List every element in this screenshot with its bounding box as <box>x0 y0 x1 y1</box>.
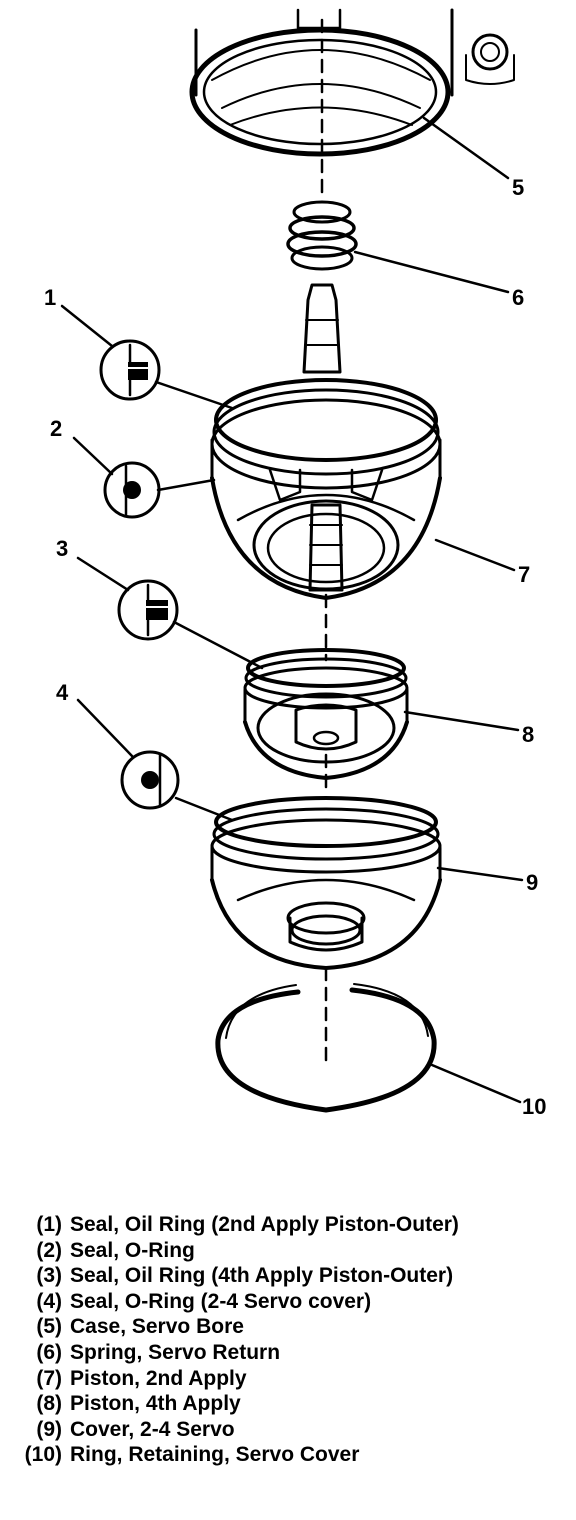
parts-legend: (1) Seal, Oil Ring (2nd Apply Piston-Oute… <box>8 1212 568 1468</box>
exploded-servo-diagram: 1 2 3 4 5 6 7 8 9 10 <box>44 8 546 1119</box>
legend-text: Piston, 2nd Apply <box>70 1366 247 1390</box>
legend-text: Spring, Servo Return <box>70 1340 281 1364</box>
callout-1: 1 <box>44 285 56 310</box>
legend-text: Piston, 4th Apply <box>70 1392 241 1416</box>
callout-5: 5 <box>512 175 524 200</box>
legend-text: Cover, 2-4 Servo <box>70 1417 235 1441</box>
callout-9: 9 <box>526 870 538 895</box>
legend-item: (6) Spring, Servo Return <box>8 1340 568 1366</box>
callout-8: 8 <box>522 722 534 747</box>
case-servo-bore <box>189 8 515 157</box>
legend-item: (1) Seal, Oil Ring (2nd Apply Piston-Oute… <box>8 1212 568 1238</box>
legend-item: (5) Case, Servo Bore <box>8 1314 568 1340</box>
piston-2nd-apply <box>210 283 442 600</box>
legend-item: (8) Piston, 4th Apply <box>8 1391 568 1417</box>
legend-text: Seal, Oil Ring (4th Apply Piston-Outer) <box>70 1264 454 1288</box>
legend-item: (9) Cover, 2-4 Servo <box>8 1417 568 1443</box>
legend-number: (9) <box>36 1417 62 1441</box>
legend-text: Case, Servo Bore <box>70 1315 244 1339</box>
legend-item: (4) Seal, O-Ring (2-4 Servo cover) <box>8 1289 568 1315</box>
legend-number: (10) <box>24 1443 62 1467</box>
legend-item: (3) Seal, Oil Ring (4th Apply Piston-Oute… <box>8 1263 568 1289</box>
callout-10: 10 <box>522 1094 546 1119</box>
seal-detail-3 <box>117 579 179 641</box>
legend-text: Seal, Oil Ring (2nd Apply Piston-Outer) <box>70 1213 459 1236</box>
legend-item: (10) Ring, Retaining, Servo Cover <box>8 1442 568 1468</box>
legend-number: (6) <box>36 1340 62 1364</box>
legend-number: (4) <box>36 1289 62 1313</box>
legend-number: (3) <box>36 1264 62 1288</box>
legend-number: (5) <box>36 1315 62 1339</box>
legend-text: Seal, O-Ring <box>70 1238 195 1262</box>
legend-text: Seal, O-Ring (2-4 Servo cover) <box>70 1289 372 1313</box>
callout-3: 3 <box>56 536 68 561</box>
callout-labels: 1 2 3 4 5 6 7 8 9 10 <box>44 175 546 1119</box>
ring-retaining-servo-cover <box>215 983 437 1113</box>
legend-text: Ring, Retaining, Servo Cover <box>70 1443 360 1467</box>
leader-lines <box>60 116 524 1104</box>
callout-4: 4 <box>56 680 69 705</box>
spring-servo-return <box>286 200 358 271</box>
cover-2-4-servo <box>210 796 442 970</box>
legend-number: (7) <box>36 1366 62 1390</box>
legend-item: (2) Seal, O-Ring <box>8 1238 568 1264</box>
callout-6: 6 <box>512 285 524 310</box>
seal-detail-4 <box>120 750 180 810</box>
legend-number: (2) <box>36 1238 62 1262</box>
legend-number: (8) <box>36 1392 62 1416</box>
callout-2: 2 <box>50 416 62 441</box>
legend-number: (1) <box>36 1213 62 1236</box>
callout-7: 7 <box>518 562 530 587</box>
legend-item: (7) Piston, 2nd Apply <box>8 1366 568 1392</box>
seal-detail-2 <box>103 461 161 519</box>
seal-detail-1 <box>99 339 161 401</box>
piston-4th-apply <box>243 648 409 780</box>
